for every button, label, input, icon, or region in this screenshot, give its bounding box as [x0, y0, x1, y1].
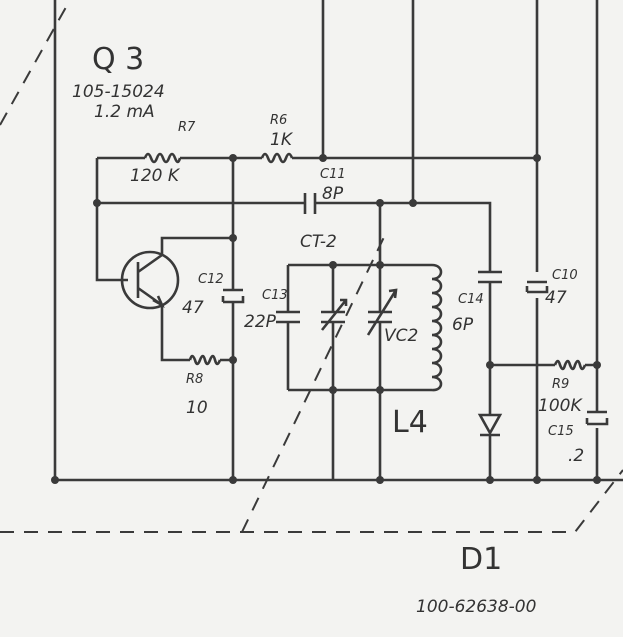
coil-l4 — [431, 263, 443, 392]
wire — [286, 263, 432, 392]
dashed-boundary — [0, 469, 623, 533]
r6-value: 1K — [270, 130, 292, 150]
c13-ref: C13 — [262, 288, 288, 303]
resistor-r8 — [188, 354, 222, 366]
wire — [97, 201, 492, 272]
r8-value: 10 — [186, 398, 208, 418]
transistor-q3 — [120, 250, 180, 310]
c15-value: .2 — [568, 446, 585, 466]
r8-ref: R8 — [186, 372, 204, 387]
capacitor-c10 — [525, 280, 549, 294]
c11-ref: C11 — [320, 167, 346, 182]
c14-value: 6P — [452, 315, 474, 335]
capacitor-c14 — [478, 270, 502, 480]
transistor-part: 105-15024 — [72, 82, 165, 102]
transistor-ref: Q 3 — [92, 42, 145, 77]
variable-cap-ref: VC2 — [384, 326, 419, 346]
capacitor-c13 — [276, 310, 300, 324]
diode-ref: D1 — [460, 542, 503, 577]
c14-ref: C14 — [458, 292, 484, 307]
diode-d1 — [477, 413, 503, 437]
r9-ref: R9 — [552, 377, 570, 392]
r6-ref: R6 — [270, 113, 288, 128]
r7-ref: R7 — [178, 120, 196, 135]
capacitor-c15 — [585, 410, 609, 426]
c15-ref: C15 — [548, 424, 574, 439]
transistor-current: 1.2 mA — [94, 102, 155, 122]
wire — [95, 158, 128, 282]
resistor-r9 — [553, 359, 587, 371]
c10-value: 47 — [545, 288, 567, 308]
variable-capacitor-vc2 — [366, 288, 398, 336]
resistor-r7 — [143, 152, 182, 164]
transistor-leads — [136, 236, 233, 362]
junction-dots — [51, 154, 601, 484]
dashed-boundary — [0, 0, 71, 126]
trimmer-ref: CT-2 — [300, 232, 337, 252]
trimmer-ct2 — [320, 298, 348, 331]
c12-ref: C12 — [198, 272, 224, 287]
diode-part: 100-62638-00 — [416, 597, 537, 617]
resistor-r6 — [260, 152, 294, 164]
r7-value: 120 K — [130, 166, 179, 186]
c13-value: 22P — [244, 312, 276, 332]
c12-value: 47 — [182, 298, 204, 318]
capacitor-c11 — [303, 193, 317, 214]
c10-ref: C10 — [552, 268, 578, 283]
capacitor-c12 — [221, 288, 245, 304]
r9-value: 100K — [538, 396, 582, 416]
emitter-arrow — [152, 295, 165, 309]
c11-value: 8P — [322, 184, 344, 204]
dashed-boundary — [241, 234, 386, 533]
coil-ref: L4 — [392, 405, 428, 440]
